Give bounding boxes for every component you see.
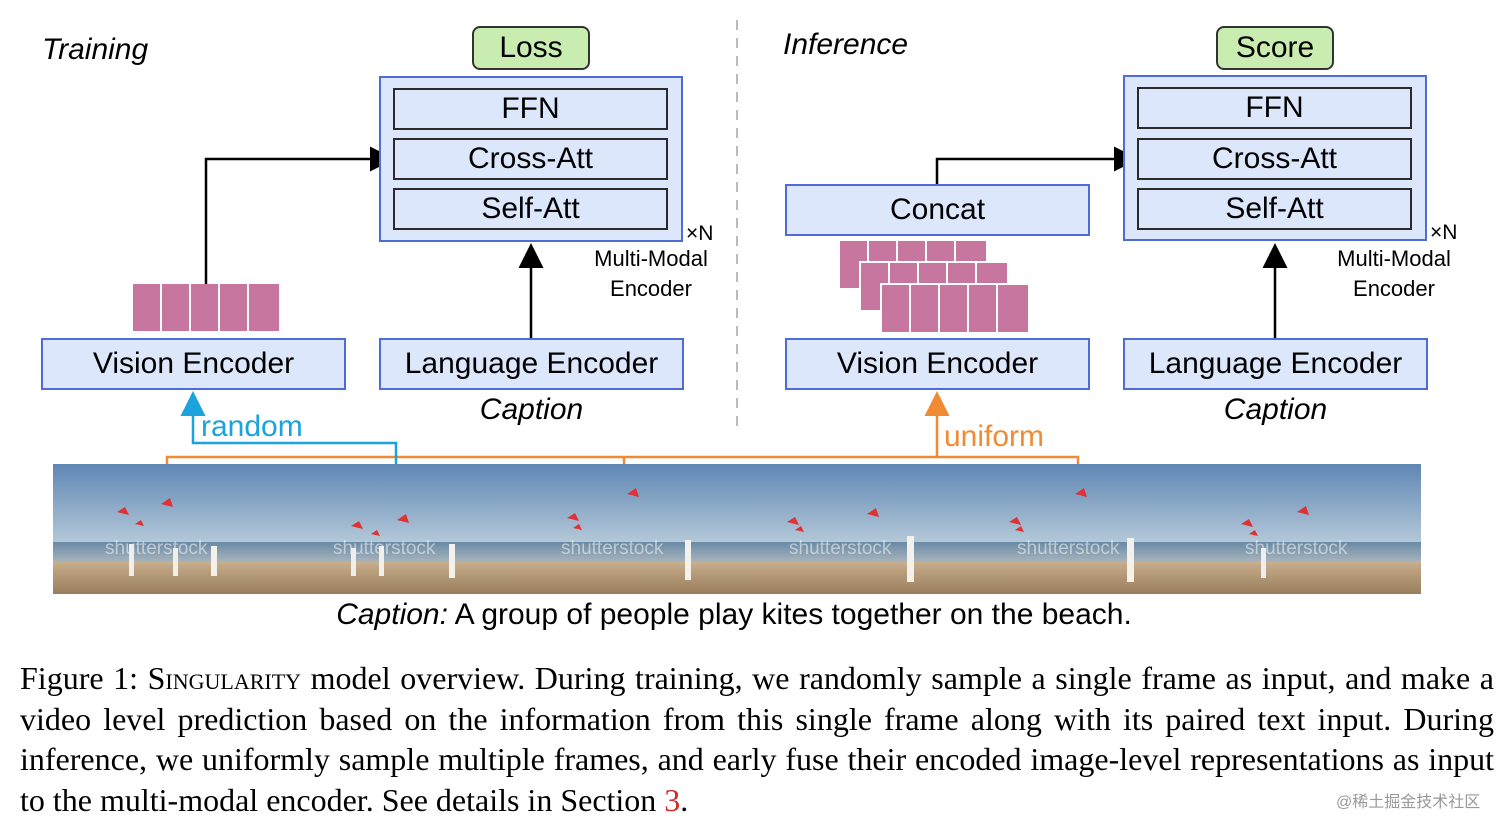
train-ffn-block: FFN [393,88,668,130]
frame-watermark: shutterstock [333,538,436,559]
train-vision-encoder: Vision Encoder [41,338,346,390]
infer-cross-att-block: Cross-Att [1137,138,1412,180]
example-caption-label: Caption: [336,598,448,631]
frame-watermark: shutterstock [1245,538,1348,559]
train-xn-label: ×N [686,222,714,245]
video-frame: shutterstock [965,464,1193,594]
video-frame: shutterstock [53,464,281,594]
figure-caption: Figure 1: Singularity model overview. Du… [20,658,1494,820]
feature-token [220,284,249,331]
train-vision-to-crossatt-arrow [204,146,395,284]
score-head: Score [1216,26,1334,70]
train-caption-label: Caption [479,393,584,426]
training-title: Training [42,33,149,66]
infer-mm-label-line1: Multi-Modal [1337,246,1451,271]
feature-token [133,284,162,331]
video-frame: shutterstock [737,464,965,594]
infer-concat-to-crossatt-arrow [935,146,1139,184]
model-name: Singularity [147,660,302,696]
uniform-bracket [165,455,1080,464]
frame-watermark: shutterstock [789,538,892,559]
loss-head: Loss [472,26,590,70]
example-caption: Caption: A group of people play kites to… [0,598,1468,632]
frame-watermark: shutterstock [1017,538,1120,559]
random-label: random [201,410,303,443]
infer-mm-label-line2: Encoder [1353,276,1435,301]
feature-token [882,285,911,332]
train-language-encoder: Language Encoder [379,338,684,390]
concat-block: Concat [785,184,1090,236]
feature-token [249,284,279,331]
example-caption-text: A group of people play kites together on… [447,598,1132,631]
feature-token [940,285,969,332]
train-mm-label: Multi-Modal Encoder [580,244,722,304]
infer-mm-label: Multi-Modal Encoder [1323,244,1465,304]
train-mm-label-line1: Multi-Modal [594,246,708,271]
infer-vision-encoder: Vision Encoder [785,338,1090,390]
video-frame: shutterstock [281,464,509,594]
inference-title: Inference [783,28,909,61]
figure-caption-end: . [680,781,689,818]
random-arrow [180,391,398,464]
feature-token [998,285,1028,332]
infer-ffn-block: FFN [1137,87,1412,129]
train-cross-att-block: Cross-Att [393,138,668,180]
feature-token [969,285,998,332]
video-frame: shutterstock [509,464,737,594]
figure-caption-body: model overview. During training, we rand… [20,660,1495,818]
feature-token [191,284,220,331]
train-mm-label-line2: Encoder [610,276,692,301]
section-reference-link[interactable]: 3 [664,781,681,818]
infer-xn-label: ×N [1430,221,1458,244]
infer-caption-label: Caption [1223,393,1328,426]
frame-watermark: shutterstock [561,538,664,559]
infer-language-encoder: Language Encoder [1123,338,1428,390]
infer-frame-features-3 [880,283,1030,334]
video-frame: shutterstock [1193,464,1421,594]
figure-caption-prefix: Figure 1: [20,660,148,696]
feature-token [911,285,940,332]
feature-token [162,284,191,331]
corner-watermark: @稀土掘金技术社区 [1336,794,1481,811]
uniform-label: uniform [944,420,1045,453]
train-self-att-block: Self-Att [393,188,668,230]
train-frame-features [133,284,279,331]
infer-self-att-block: Self-Att [1137,188,1412,230]
